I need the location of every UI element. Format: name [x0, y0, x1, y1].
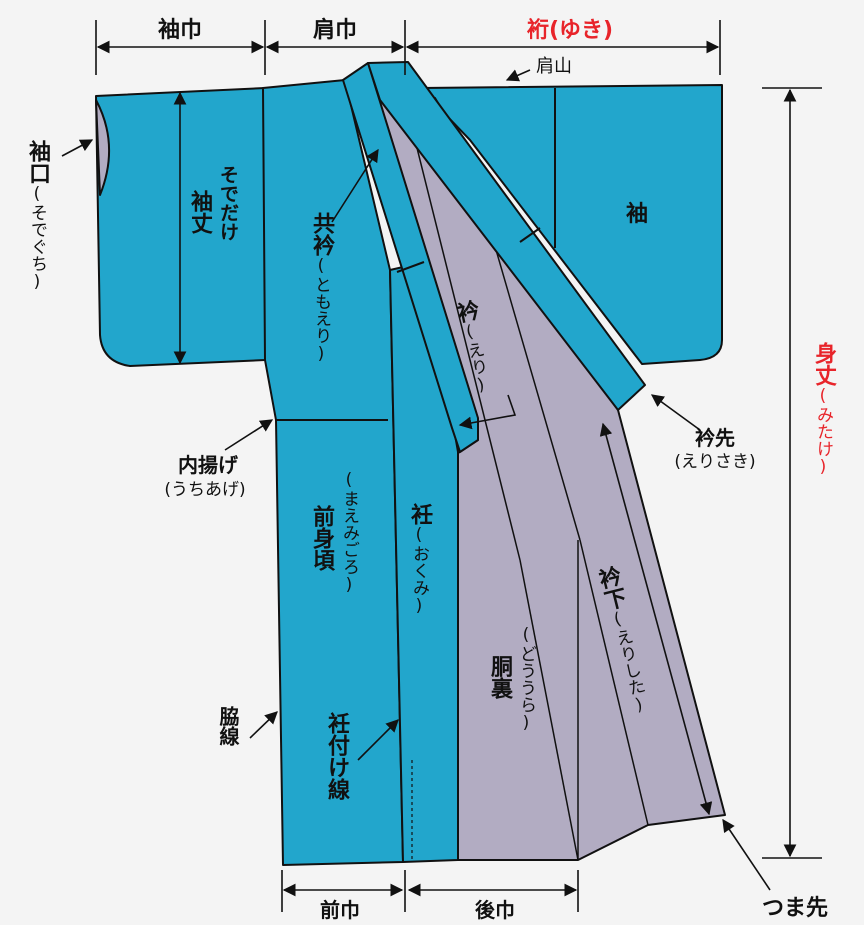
label-maemigoro: 前身頃: [309, 505, 334, 571]
label-sode-haba: 袖巾: [157, 18, 203, 43]
label-yuki: 裄(ゆき): [526, 18, 614, 43]
label-okumi: 衽(おくみ): [407, 503, 432, 616]
label-tsumasaki: つま先: [761, 896, 829, 921]
label-wakisen: 脇線: [216, 706, 240, 746]
label-tomoeri: 共衿(ともえり): [309, 212, 334, 364]
label-uchiage-reading: (うちあげ): [164, 480, 246, 500]
label-sodeguchi: 袖口(そでぐち): [25, 140, 50, 292]
label-douura: 胴裏: [487, 655, 512, 699]
label-erisaki: 衿先: [695, 426, 735, 450]
label-okumitsukesen: 衽付け線: [324, 712, 349, 800]
collar-right-band: [367, 61, 646, 411]
label-maehaba: 前巾: [320, 898, 360, 922]
label-douura-reading: (どううら): [516, 625, 536, 733]
right-sleeve: [419, 84, 723, 365]
label-kata-haba: 肩巾: [312, 18, 358, 43]
label-erisaki-reading: (えりさき): [674, 452, 756, 472]
label-katayama: 肩山: [536, 56, 572, 77]
label-uchiage: 内揚げ: [178, 453, 238, 477]
label-sodetake: 袖丈: [187, 190, 212, 234]
label-maemigoro-reading: (まえみごろ): [339, 470, 359, 595]
sleeve-opening: [95, 99, 111, 196]
label-ushirohaba: 後巾: [475, 898, 515, 922]
label-mitake: 身丈(みたけ): [811, 342, 836, 477]
label-sode: 袖: [625, 202, 649, 227]
label-sodetake-reading: そでだけ: [217, 165, 239, 241]
